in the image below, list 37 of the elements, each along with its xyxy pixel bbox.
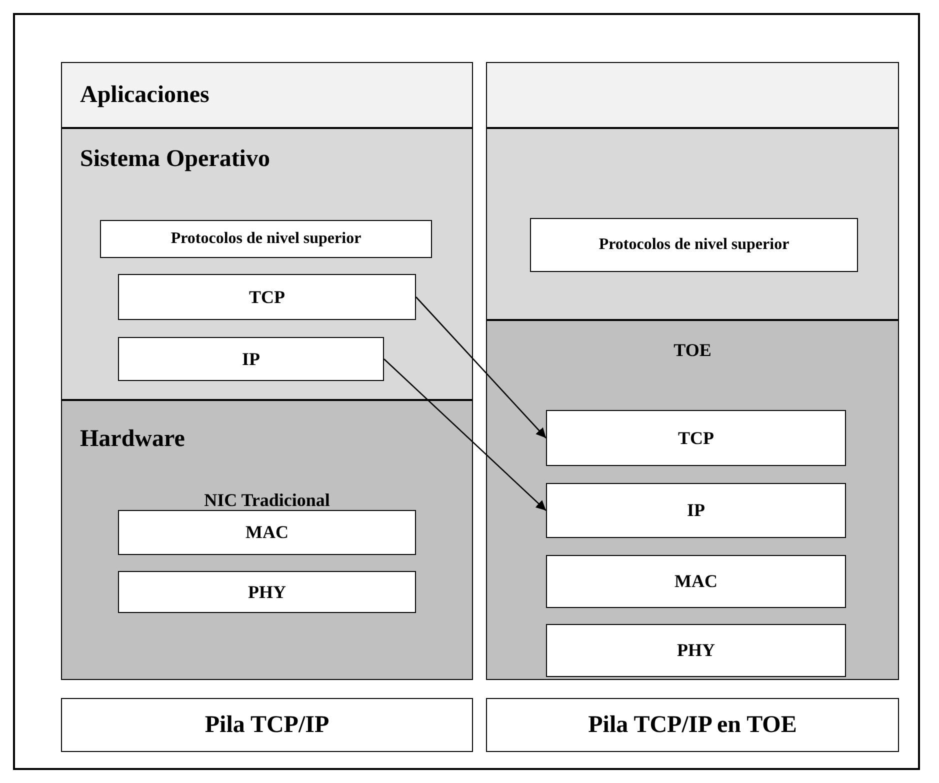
protocol-box (546, 410, 846, 466)
layer-band (61, 128, 473, 400)
protocol-box (546, 555, 846, 608)
layer-label: MAC (246, 521, 288, 544)
layer-label: TCP (249, 286, 285, 308)
layer-label: Protocolos de nivel superior (598, 235, 790, 255)
protocol-box (118, 510, 416, 555)
layer-title: Aplicaciones (80, 81, 210, 110)
layer-label: MAC (674, 570, 718, 593)
protocol-box (530, 218, 858, 272)
layer-label: Pila TCP/IP (204, 711, 330, 740)
protocol-box (118, 274, 416, 320)
layer-title: Hardware (80, 425, 185, 454)
layer-subtitle: NIC Tradicional (204, 489, 330, 512)
layer-band (61, 62, 473, 128)
protocol-box (100, 220, 432, 258)
arrow (416, 296, 546, 438)
layer-label: IP (687, 499, 705, 522)
layer-label: PHY (248, 580, 286, 604)
layer-title: Sistema Operativo (80, 145, 270, 174)
layer-label: Protocolos de nivel superior (170, 229, 362, 249)
layer-band (61, 400, 473, 680)
caption-box (486, 698, 899, 752)
layer-band (486, 320, 899, 680)
layer-title: TOE (674, 339, 712, 362)
protocol-box (118, 571, 416, 613)
arrow (384, 358, 546, 511)
protocol-box (118, 337, 384, 381)
layer-band (486, 128, 899, 320)
layer-label: PHY (677, 639, 715, 662)
protocol-box (546, 624, 846, 677)
layer-label: Pila TCP/IP en TOE (588, 711, 797, 740)
layer-label: TCP (678, 426, 714, 450)
layer-label: IP (242, 348, 260, 370)
caption-box (61, 698, 473, 752)
layer-band (486, 62, 899, 128)
protocol-box (546, 483, 846, 538)
